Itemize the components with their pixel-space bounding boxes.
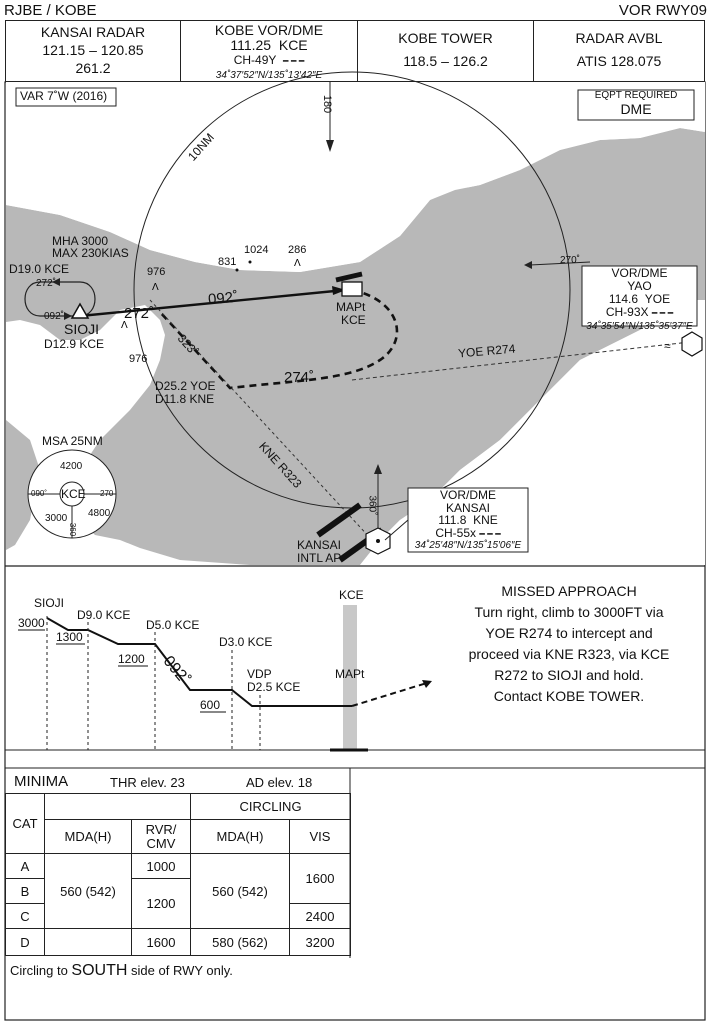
- thr-elev: THR elev. 23: [110, 775, 185, 790]
- cat-c: C: [5, 903, 45, 929]
- procedure-title: VOR RWY09: [618, 2, 707, 19]
- kansai-radar-freq2: 261.2: [75, 60, 111, 76]
- mda-header: MDA(H): [44, 819, 132, 854]
- sioji-dme: D12.9 KCE: [44, 337, 105, 351]
- radial-360: 360˚: [366, 495, 378, 516]
- yao-vordme-box: VOR/DME YAO 114.6 YOE CH-93X ━ ━ ━ 34˚35…: [586, 266, 693, 333]
- rvr-a: 1000: [131, 853, 191, 879]
- profile-alt-3000: 3000: [18, 616, 45, 630]
- profile-d9: D9.0 KCE: [77, 608, 131, 622]
- obstacle-831: 831: [218, 256, 237, 268]
- profile-sioji: SIOJI: [34, 596, 65, 610]
- atis-freq: ATIS 128.075: [576, 53, 662, 69]
- svg-text:Λ: Λ: [121, 320, 128, 331]
- svg-text:≈: ≈: [664, 339, 671, 353]
- kansai-ap-line1: KANSAI: [297, 538, 342, 552]
- minima-table: CAT CIRCLING MDA(H) RVR/CMV MDA(H) VIS A…: [5, 793, 351, 956]
- profile-d25: D2.5 KCE: [247, 680, 301, 694]
- d25-yoe: D25.2 YOE: [155, 379, 216, 393]
- missed-approach-text: Turn right, climb to 3000FT via YOE R274…: [468, 604, 670, 704]
- kobe-tower-name: KOBE TOWER: [398, 30, 493, 46]
- radial-180: 180: [321, 94, 334, 114]
- obstacle-286: 286: [288, 244, 307, 256]
- svg-text:Λ: Λ: [152, 282, 159, 293]
- mha: MHA 3000: [52, 234, 109, 248]
- radar-avbl: RADAR AVBL: [575, 30, 663, 46]
- radial-270: 270˚: [560, 255, 581, 266]
- circ-mda-abc: 560 (542): [190, 853, 290, 929]
- airport-ident: RJBE / KOBE: [4, 2, 97, 19]
- missed-approach-title: MISSED APPROACH: [501, 583, 637, 599]
- minima-title: MINIMA: [14, 773, 69, 790]
- vis-c: 2400: [289, 903, 351, 929]
- kobe-vor-channel: CH-49Y ━ ━ ━: [233, 53, 305, 67]
- kobe-tower-freq: 118.5 – 126.2: [403, 53, 488, 69]
- d19-kce: D19.0 KCE: [9, 262, 70, 276]
- max-kias: MAX 230KIAS: [52, 246, 129, 260]
- comms-panel: KANSAI RADAR 121.15 – 120.85 261.2 KOBE …: [5, 20, 705, 82]
- cat-d: D: [5, 928, 45, 956]
- straight-mda: 560 (542): [44, 853, 132, 929]
- kansai-vordme-box: VOR/DME KANSAI 111.8 KNE CH-55x ━ ━ ━ 34…: [414, 488, 522, 551]
- obstacle-976-b: 976: [129, 353, 148, 365]
- obstacle-976-a: 976: [147, 266, 166, 278]
- ad-elev: AD elev. 18: [246, 775, 313, 790]
- vis-ab: 1600: [289, 853, 351, 904]
- msa-southwest: 3000: [45, 513, 68, 524]
- kansai-radar-name: KANSAI RADAR: [40, 24, 146, 40]
- vis-header: VIS: [289, 819, 351, 854]
- profile-diagram: [18, 605, 432, 752]
- profile-alt-1300: 1300: [56, 630, 83, 644]
- obstacle-1024: 1024: [244, 244, 269, 256]
- msa-title: MSA 25NM: [42, 434, 103, 448]
- eqpt-required-label: EQPT REQUIRED: [594, 90, 678, 101]
- cat-a: A: [5, 853, 45, 879]
- profile-kce: KCE: [339, 588, 364, 602]
- kobe-vor-name: KOBE VOR/DME: [214, 22, 324, 38]
- cat-header: CAT: [5, 793, 45, 854]
- kobe-vor-coords: 34˚37′52″N/135˚13′42″E: [215, 70, 323, 81]
- profile-d3: D3.0 KCE: [219, 635, 273, 649]
- msa-r090: 090˚: [31, 489, 48, 498]
- rvr-d: 1600: [131, 928, 191, 956]
- inbound-course: 092˚: [207, 288, 239, 309]
- profile-mapt: MAPt: [335, 667, 365, 681]
- kansai-radar-freq1: 121.15 – 120.85: [42, 42, 144, 58]
- svg-text:Λ: Λ: [294, 258, 301, 269]
- circling-note: Circling to SOUTH side of RWY only.: [10, 962, 233, 979]
- profile-alt-600: 600: [200, 698, 221, 712]
- course-274: 274˚: [284, 369, 315, 386]
- msa-southeast: 4800: [88, 508, 111, 519]
- msa-north: 4200: [60, 461, 83, 472]
- mapt-label: MAPt: [336, 300, 366, 314]
- circling-header: CIRCLING: [190, 793, 351, 820]
- course-272: 272˚: [124, 305, 155, 322]
- rvr-header: RVR/CMV: [131, 819, 191, 854]
- circ-mda-header: MDA(H): [190, 819, 290, 854]
- profile-d5: D5.0 KCE: [146, 618, 200, 632]
- vis-d: 3200: [289, 928, 351, 956]
- profile-alt-1200: 1200: [118, 652, 145, 666]
- eqpt-required-value: DME: [620, 101, 652, 117]
- profile-vdp: VDP: [247, 667, 272, 681]
- msa-r270: 270: [100, 489, 114, 498]
- circ-mda-d: 580 (562): [190, 928, 290, 956]
- mag-variation: VAR 7˚W (2016): [20, 89, 108, 103]
- mapt-kce: KCE: [341, 313, 366, 327]
- hold-inbound: 092˚: [44, 311, 65, 322]
- cat-b: B: [5, 878, 45, 904]
- hold-outbound: 272˚: [36, 278, 57, 289]
- kansai-ap-line2: INTL AP: [297, 551, 342, 565]
- d11-kne: D11.8 KNE: [155, 392, 215, 406]
- kobe-vor-freq: 111.25 KCE: [230, 37, 308, 53]
- sioji-fix: SIOJI: [64, 321, 100, 337]
- rvr-bc: 1200: [131, 878, 191, 929]
- msa-r360: 360: [68, 522, 78, 537]
- msa-center: KCE: [61, 487, 86, 501]
